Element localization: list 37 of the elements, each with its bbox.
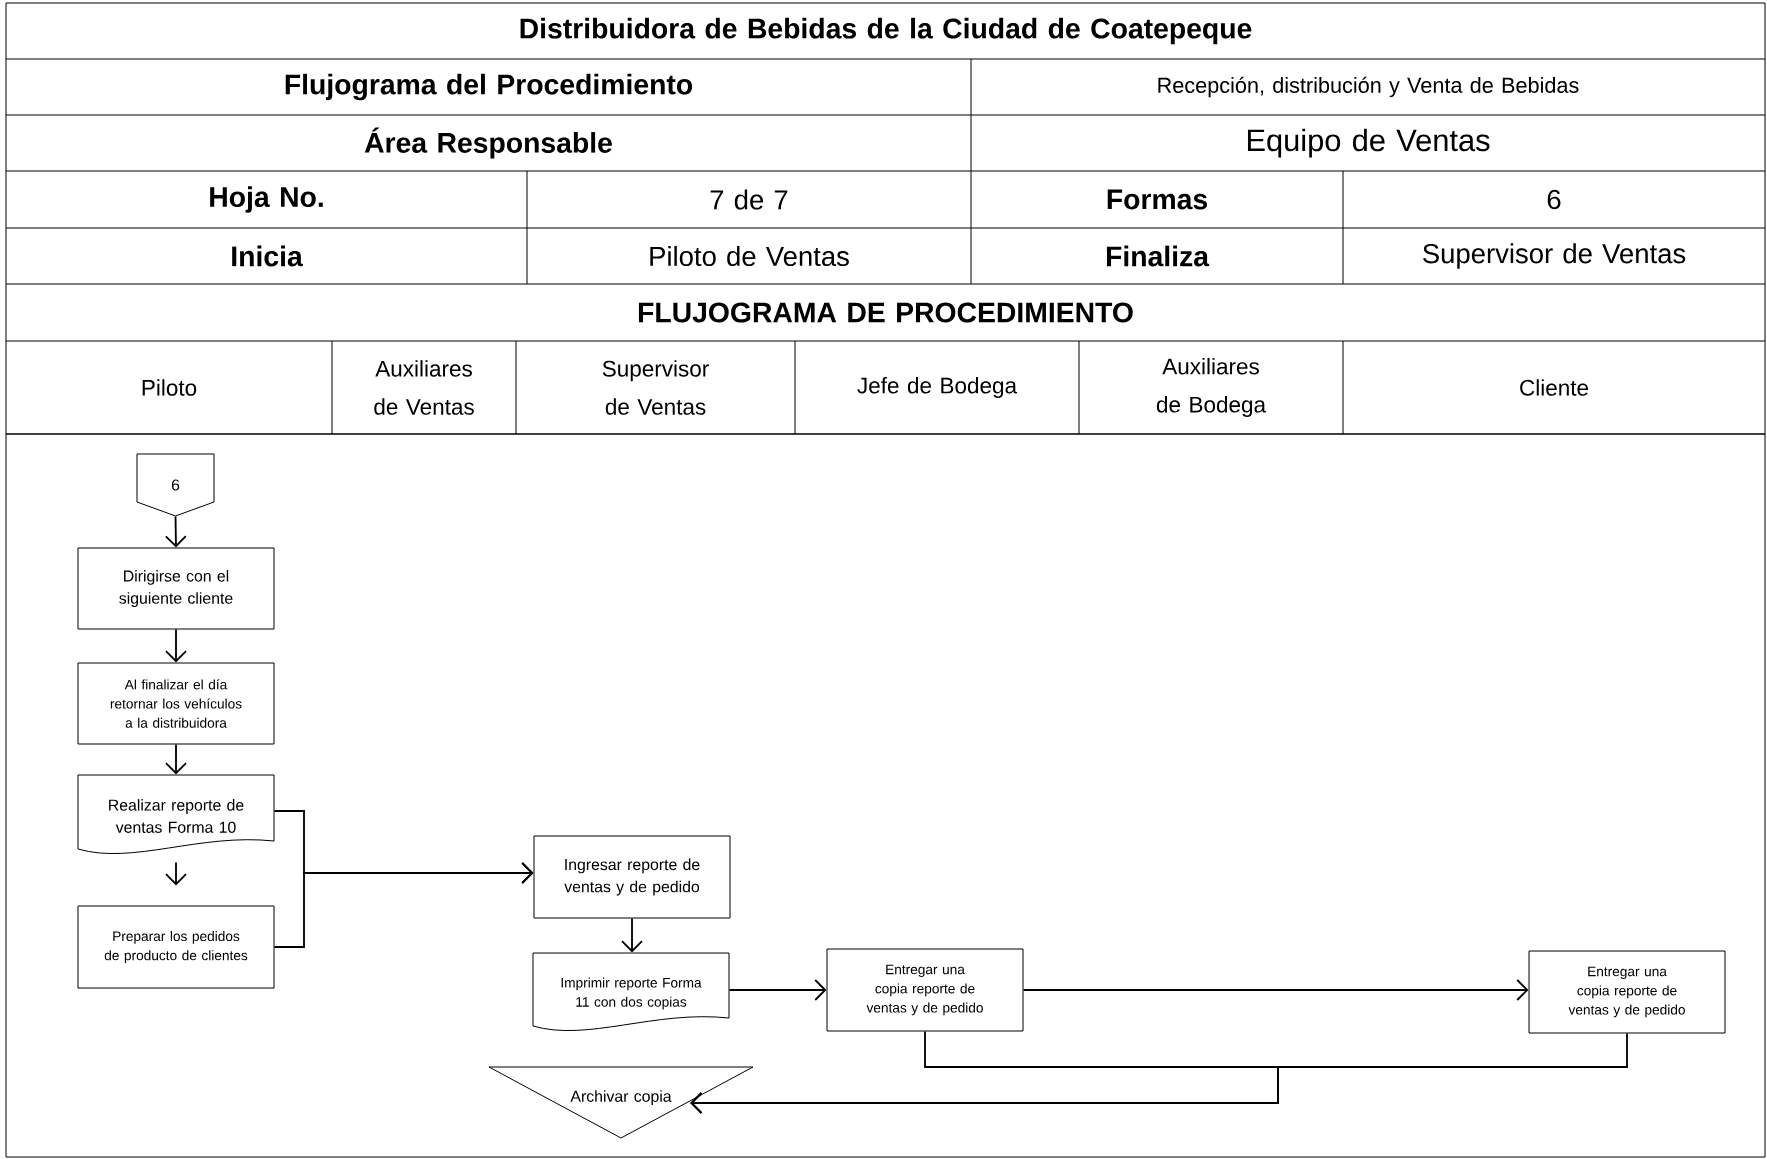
table-cell: Finaliza <box>1106 245 1210 267</box>
arrow <box>165 861 187 886</box>
table-cell: Piloto de Ventas <box>650 245 849 267</box>
archive-triangle: Archivar copia <box>488 1066 754 1139</box>
process-box: Entregar una copia reporte de ventas y de pedido <box>826 948 1024 1032</box>
arrow <box>1022 979 1529 1001</box>
lane-header: Auxiliares de Ventas <box>374 360 474 415</box>
table-cell: Hoja No. <box>210 186 323 213</box>
arrow <box>690 1032 1628 1114</box>
arrow <box>165 743 187 775</box>
lane-header: Auxiliares de Bodega <box>1156 357 1267 418</box>
process-box: Entregar una copia reporte de ventas y de pedido <box>1528 950 1726 1034</box>
arrow <box>621 917 643 953</box>
table-cell: Área Responsable <box>364 127 612 159</box>
table-cell: Equipo de Ventas <box>1248 128 1490 158</box>
title-cell: Distribuidora de Bebidas de la Ciudad de Coatepeque <box>520 17 1252 45</box>
process-box: Dirigirse con el siguiente cliente <box>77 547 275 630</box>
section-heading: FLUJOGRAMA DE PROCEDIMIENTO <box>638 302 1133 323</box>
off-page-connector: 6 <box>136 453 215 517</box>
table-cell: Flujograma del Procedimiento <box>285 73 693 101</box>
arrow <box>165 628 187 663</box>
lane-header: Jefe de Bodega <box>857 377 1018 398</box>
lane-header: Cliente <box>1520 379 1589 396</box>
process-box: Ingresar reporte de ventas y de pedido <box>533 835 731 919</box>
table-cell: 6 <box>1547 189 1561 210</box>
lane-header: Piloto <box>142 379 197 396</box>
process-box: Al finalizar el día retornar los vehículos a la distribuidora <box>77 662 275 745</box>
arrow <box>273 862 534 948</box>
table-cell: Supervisor de Ventas <box>1423 243 1686 269</box>
lane-header: Supervisor de Ventas <box>602 360 709 415</box>
table-cell: 7 de 7 <box>710 189 788 210</box>
table-cell: Recepción, distribución y Venta de Bebidas <box>1158 76 1579 98</box>
table-cell: Formas <box>1107 189 1207 210</box>
process-box: Preparar los pedidos de producto de clientes <box>77 905 275 989</box>
arrow <box>728 979 827 1001</box>
table-cell: Inicia <box>232 245 303 267</box>
arrow <box>164 515 187 548</box>
